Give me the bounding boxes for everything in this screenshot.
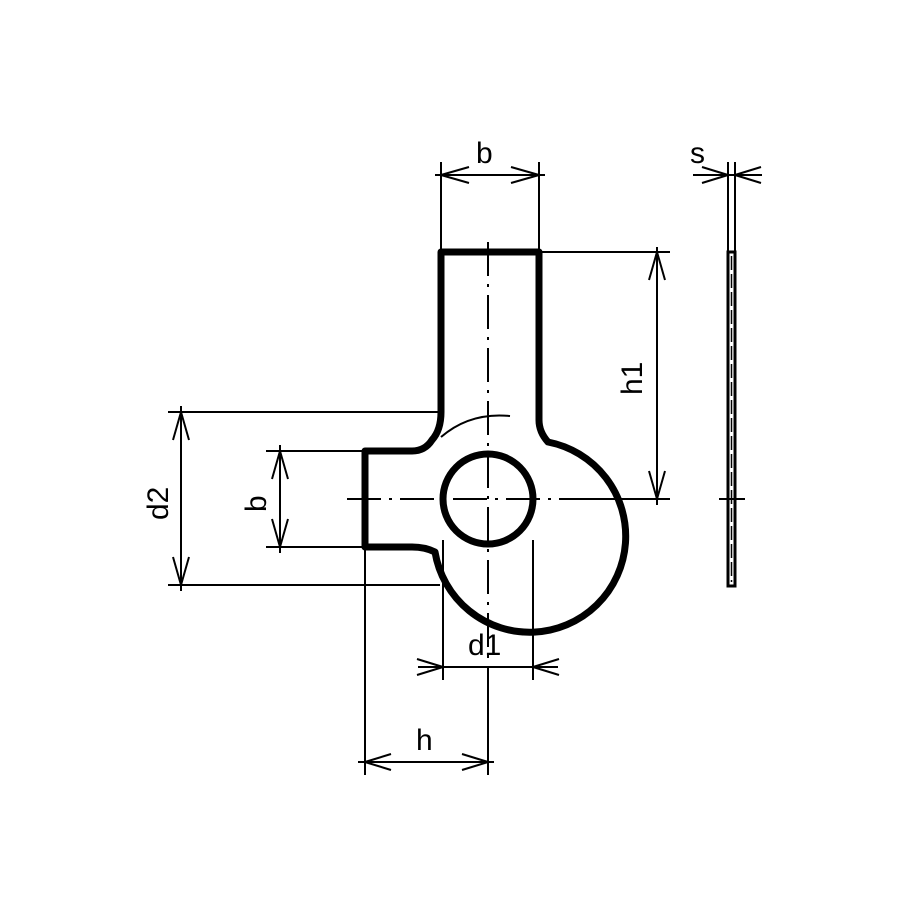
side-profile: [726, 250, 737, 588]
label-b-top: b: [476, 137, 493, 170]
side-view: s: [690, 137, 762, 588]
label-h1: h1: [616, 362, 649, 395]
dimension-d1: d1: [416, 540, 560, 680]
washer-outline: [361, 248, 630, 636]
front-view: [347, 242, 630, 690]
label-b-left: b: [240, 495, 273, 512]
label-s: s: [690, 137, 705, 170]
dimension-b-top: b: [435, 137, 545, 252]
dimension-b-left: b: [240, 445, 365, 553]
dimension-h1: h1: [539, 247, 670, 505]
label-h: h: [416, 724, 433, 757]
dimension-d2: d2: [142, 406, 441, 591]
label-d2: d2: [142, 487, 175, 520]
dimension-h: h: [358, 547, 494, 775]
label-d1: d1: [468, 629, 501, 662]
tab-root-arc: [440, 414, 511, 438]
